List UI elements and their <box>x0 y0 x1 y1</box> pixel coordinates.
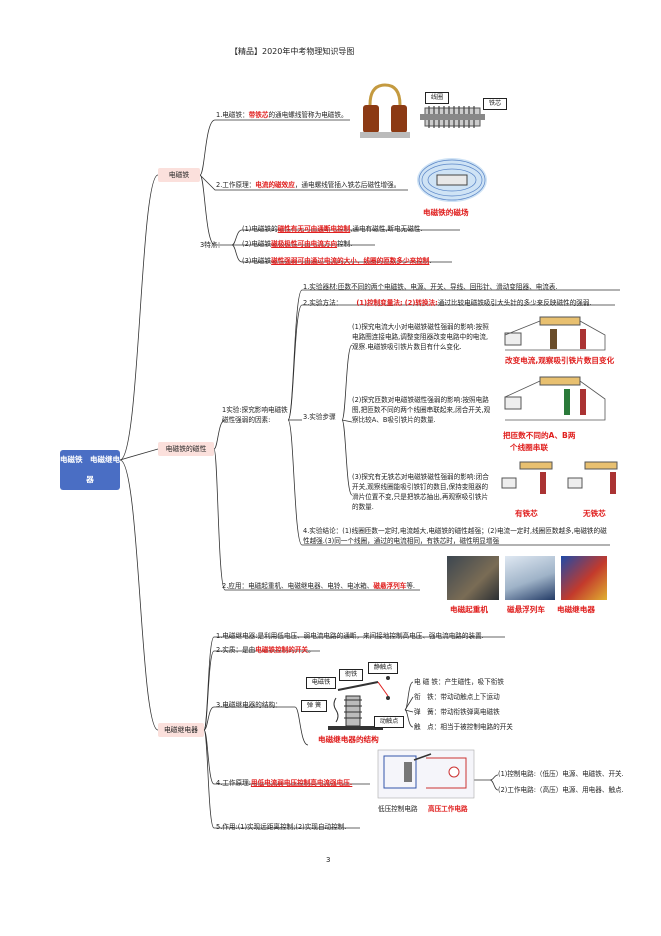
conclusion-text: 4.实验结论：(1)线圈匝数一定时,电流越大,电磁铁的磁性越强；(2)电流一定时… <box>303 527 607 545</box>
crane-photo <box>447 556 499 600</box>
magnetic-field-caption: 电磁铁的磁场 <box>423 208 469 217</box>
branch-magnetism: 电磁铁的磁性 <box>158 442 214 456</box>
relay-caption: 电磁继电器 <box>557 605 595 614</box>
low-voltage-label: 低压控制电路 <box>378 805 418 813</box>
magnetic-field-image <box>417 158 487 202</box>
relay-work-principle: 4.工作原理:用低电流弱电压控制高电流强电压. <box>216 779 353 787</box>
experiment-2-caption-b: 个线圈串联 <box>510 443 548 452</box>
work-circuit-desc: (2)工作电路:（高压）电源、用电器、触点. <box>498 786 624 794</box>
experiment-3-caption-nocore: 无铁芯 <box>583 509 606 518</box>
experiment-2-caption-a: 把匝数不同的A、B两 <box>503 431 576 440</box>
step-1: (1)探究电流大小对电磁铁磁性强弱的影响:按照电路图连接电路,调整变阻器改变电路… <box>352 323 489 351</box>
control-circuit-desc: (1)控制电路:（低压）电源、电磁铁、开关. <box>498 770 624 778</box>
label-spring: 弹 簧 <box>301 700 327 712</box>
branch-electromagnet: 电磁铁 <box>158 168 200 182</box>
application-text: 2.应用：电磁起重机、电磁继电器、电铃、电冰箱、磁悬浮列车等. <box>222 582 416 590</box>
part-desc-armature: 衔 铁：带动动触点上下运动 <box>414 693 500 701</box>
experiment-3-caption-core: 有铁芯 <box>515 509 538 518</box>
part-desc-electromagnet: 电 磁 铁：产生磁性，吸下衔铁 <box>414 678 504 686</box>
relay-definition: 1.电磁继电器:是利用低电压、弱电流电路的通断，来间接地控制高电压、强电流电路的… <box>216 632 484 640</box>
label-static-contact: 静触点 <box>368 662 398 674</box>
electromagnet-definition: 1.电磁铁：带铁芯的通电螺线管称为电磁铁。 <box>216 111 348 119</box>
relay-structure-caption: 电磁继电器的结构 <box>318 735 379 744</box>
maglev-caption: 磁悬浮列车 <box>507 605 545 614</box>
feature-3: (3)电磁铁磁性强弱可由通过电流的大小、线圈的匝数多少来控制. <box>242 257 432 265</box>
experiment-label: 1实验:探究影响电磁铁磁性强弱的因素: <box>222 406 288 424</box>
label-armature: 衔铁 <box>339 669 363 681</box>
page-header: 【精品】2020年中考物理知识导图 <box>230 47 355 56</box>
high-voltage-label: 高压工作电路 <box>428 805 468 813</box>
label-moving-contact: 动触点 <box>374 716 404 728</box>
equipment-text: 1.实验器材:匝数不同的两个电磁铁、电源、开关、导线、回形针、滑动变阻器、电流表… <box>303 283 558 291</box>
page-number: 3 <box>326 856 331 864</box>
relay-structure-diagram <box>328 676 390 730</box>
experiment-1-image <box>504 316 606 351</box>
features-label: 3特点： <box>200 241 224 249</box>
core-label: 铁芯 <box>483 98 507 110</box>
feature-2: (2)电磁铁磁极极性可由电流方向控制. <box>242 240 353 248</box>
coil-label: 线圈 <box>425 92 449 104</box>
relay-structure-label: 3.电磁继电器的结构： <box>216 701 282 709</box>
experiment-2-image <box>504 376 606 421</box>
method-text: 2.实验方法： (1)控制变量法; (2)转换法:通过比较电磁铁吸引大头针的多少… <box>303 299 592 307</box>
step-2: (2)探究匝数对电磁铁磁性强弱的影响:按照电路图,把匝数不同的两个线圈串联起来,… <box>352 396 491 424</box>
label-electromagnet: 电磁铁 <box>306 677 336 689</box>
electromagnet-principle: 2.工作原理：电流的磁效应，通电螺线管插入铁芯后磁性增强。 <box>216 181 401 189</box>
crane-caption: 电磁起重机 <box>450 605 488 614</box>
experiment-1-caption: 改变电流,观察吸引铁片数目变化 <box>505 356 615 365</box>
step-3: (3)探究有无铁芯对电磁铁磁性强弱的影响:闭合开关,观察线圈能吸引铁钉的数目,保… <box>352 473 489 511</box>
relay-use: 5.作用:(1)实现远距离控制;(2)实现自动控制. <box>216 823 347 831</box>
maglev-photo <box>505 556 555 600</box>
relay-photo <box>561 556 607 600</box>
feature-1: (1)电磁铁的磁性有无可由通断电控制,通电有磁性,断电无磁性. <box>242 225 423 233</box>
part-desc-spring: 弹 簧：带动衔铁弹离电磁铁 <box>414 708 500 716</box>
part-desc-contact: 触 点：相当于被控制电路的开关 <box>414 723 513 731</box>
electromagnet-photo <box>360 83 485 138</box>
relay-essence: 2.实质：是由电磁铁控制的开关。 <box>216 646 315 654</box>
experiment-3-image <box>501 461 618 494</box>
branch-relay: 电磁继电器 <box>158 723 204 737</box>
steps-label: 3.实验步骤 <box>303 413 336 421</box>
relay-circuit-diagram <box>377 749 475 799</box>
root-node: 电磁铁 电磁继电器 <box>60 450 120 490</box>
